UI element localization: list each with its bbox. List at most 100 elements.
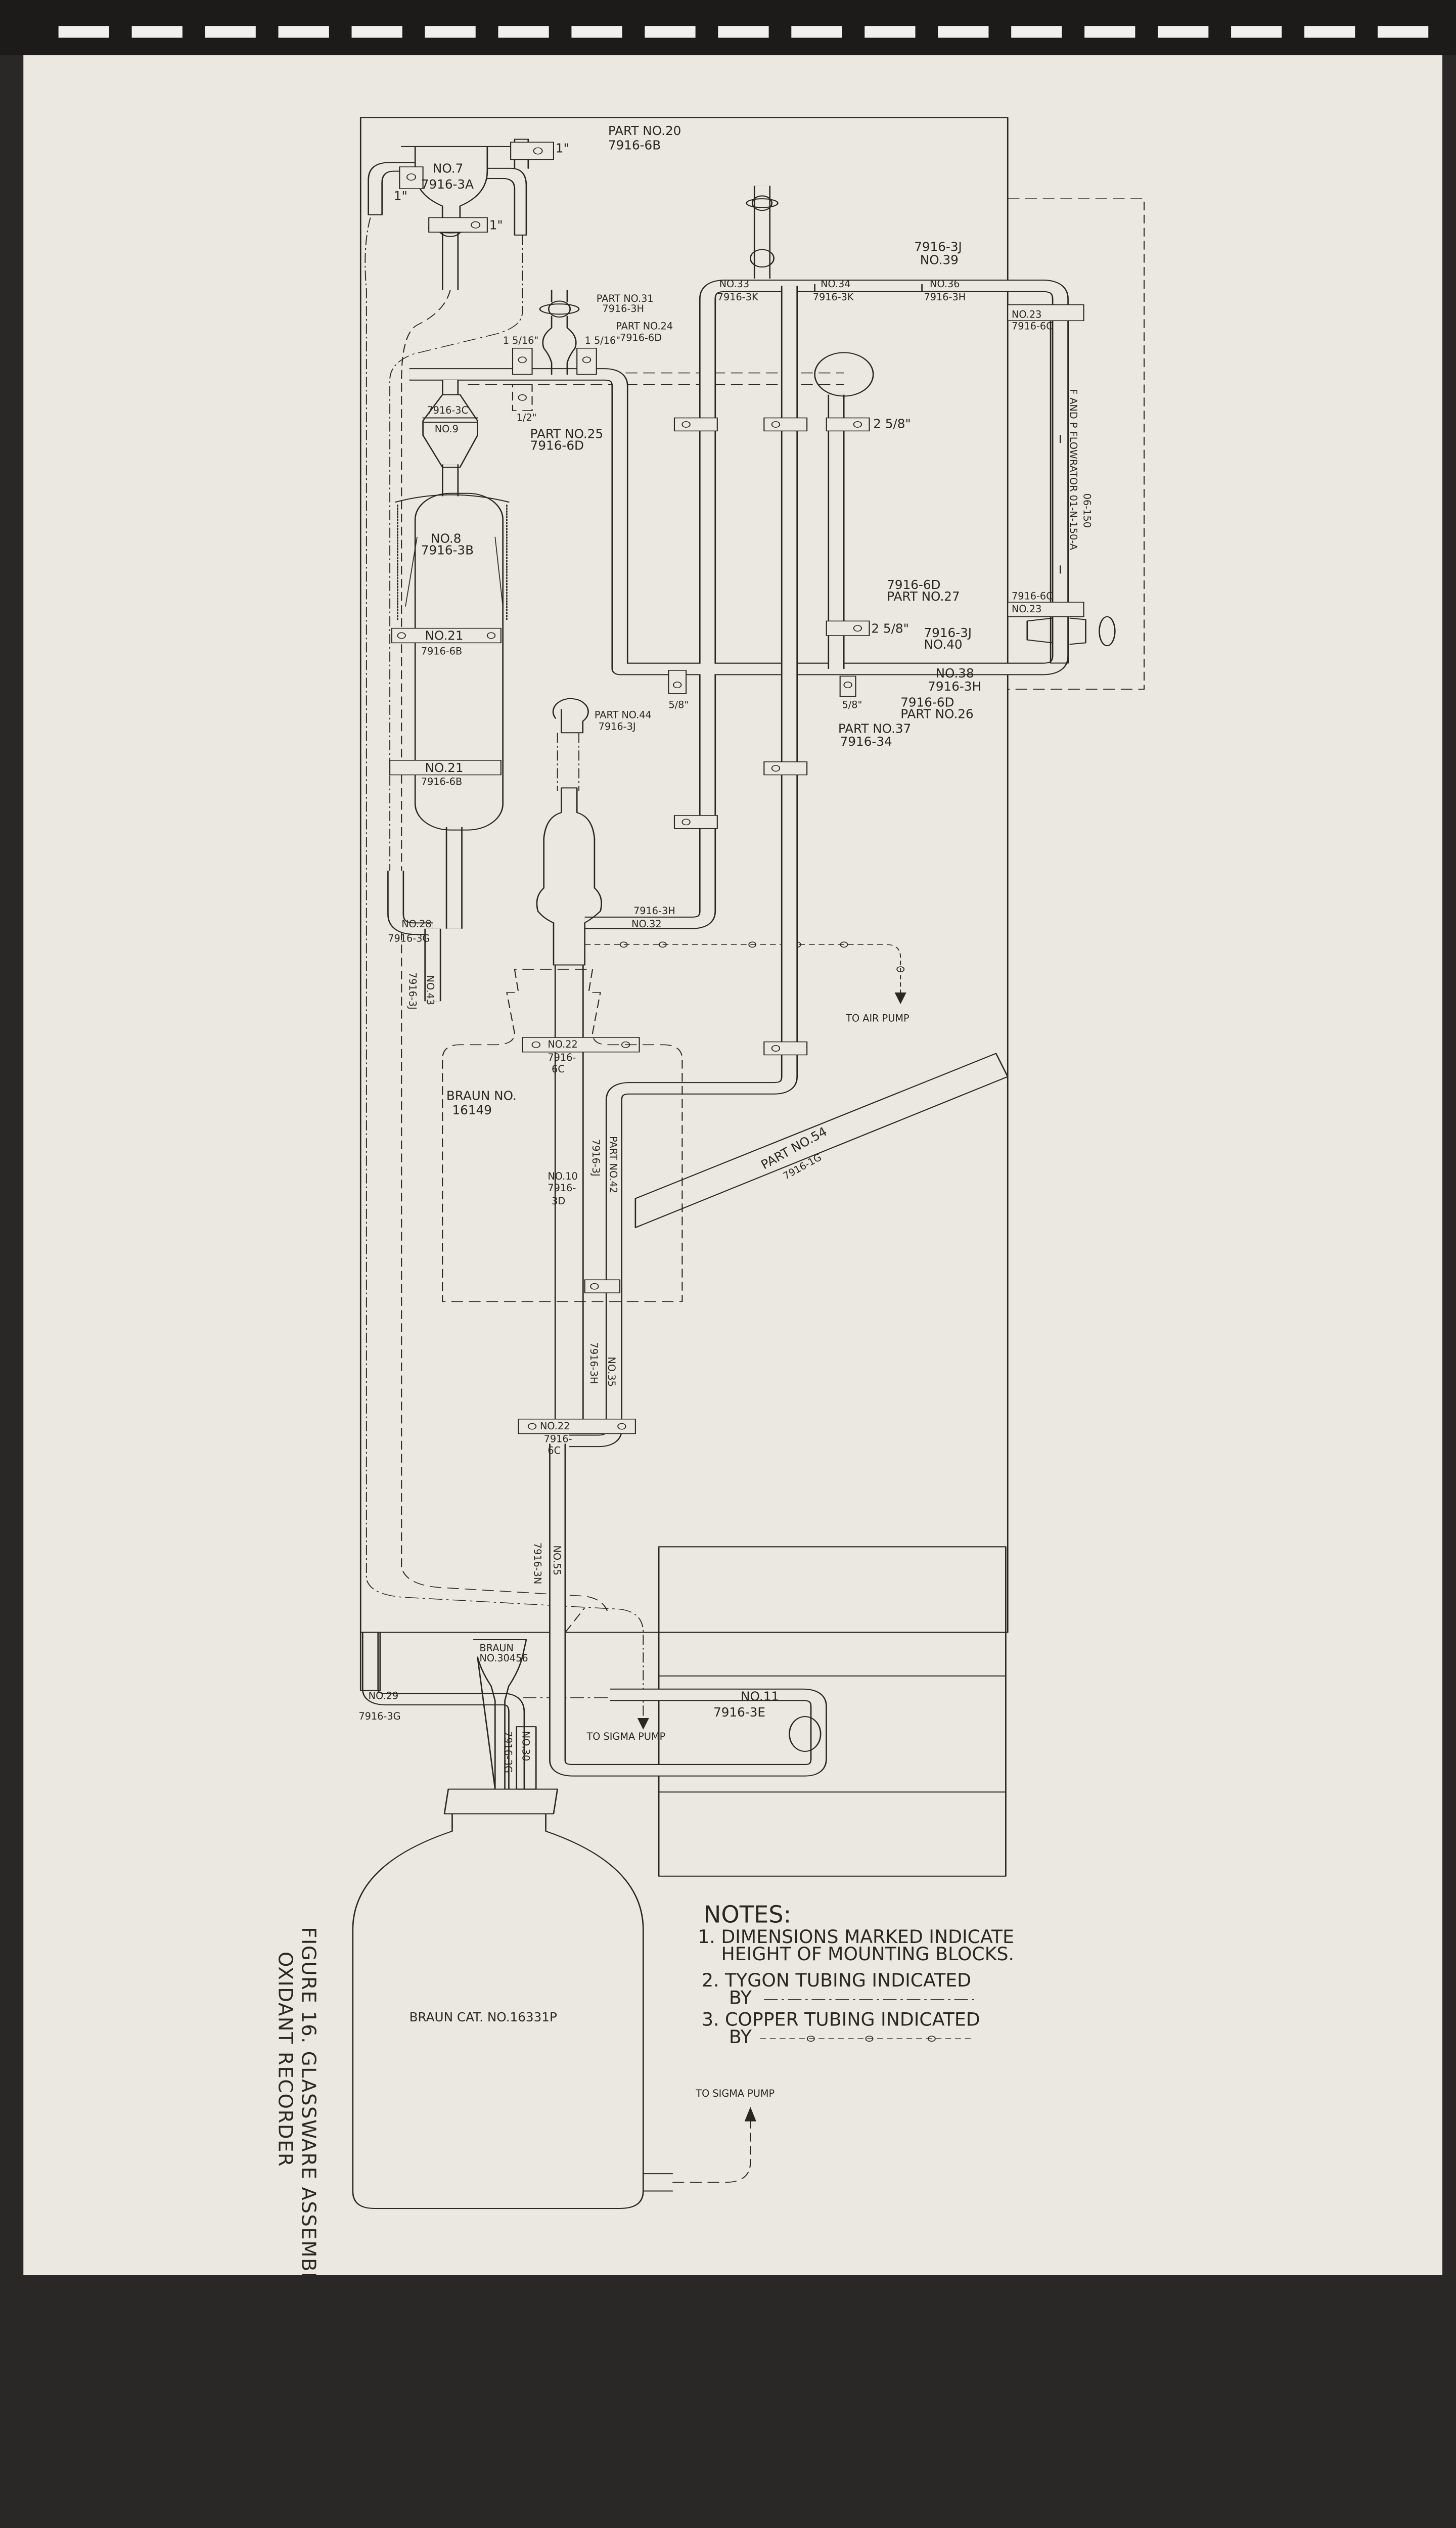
label: PART NO.31: [597, 293, 654, 304]
label: 7916-34: [840, 734, 892, 749]
filter-no9: [422, 394, 478, 468]
label: 7916-3J: [407, 972, 419, 1010]
figure-caption: FIGURE 16. GLASSWARE ASSEMBLY OXIDANT RE…: [274, 1927, 320, 2275]
label: PART NO.20: [608, 123, 681, 138]
label: 1 5/16": [503, 335, 539, 346]
label: 06-150: [1081, 493, 1093, 528]
note-2-by: BY: [729, 1987, 752, 2008]
binding-hole: [1304, 26, 1355, 38]
label: 6C: [548, 1445, 561, 1457]
label: TO SIGMA PUMP: [695, 2088, 775, 2099]
label: 7916-3B: [421, 543, 474, 557]
label: NO.8: [431, 531, 461, 546]
label: 7916-3H: [633, 905, 675, 917]
note-1-cont: HEIGHT OF MOUNTING BLOCKS.: [721, 1943, 1014, 1965]
copper-tubing-air-pump: [584, 941, 906, 1004]
label: 7916-: [544, 1433, 572, 1445]
label: 5/8": [668, 699, 689, 711]
label: NO.21: [425, 628, 463, 643]
label: NO.43: [424, 975, 436, 1005]
flowrator-enclosure-dashed: [1008, 198, 1145, 690]
binding-hole: [278, 26, 329, 38]
label: NO.22: [548, 1039, 577, 1050]
support-bar-part54: [634, 1053, 1009, 1228]
binding-hole: [205, 26, 256, 38]
sigma-pump-arrow-lower: [744, 2107, 756, 2121]
label: NO.7: [433, 161, 463, 176]
flask-braun-16149: [442, 969, 683, 1302]
label: 7916-3J: [914, 239, 962, 254]
binding-hole: [718, 26, 769, 38]
label: 7916-: [548, 1052, 576, 1063]
note-3: 3. COPPER TUBING INDICATED: [702, 2008, 980, 2030]
binding-hole: [864, 26, 916, 38]
label: 7916-3G: [358, 1710, 400, 1722]
label: 7916-6D: [887, 577, 940, 592]
pump-connector-no11: [789, 1716, 822, 1752]
label: 7916-3A: [421, 177, 474, 192]
binding-strip: [0, 0, 1456, 56]
label: 7916-3J: [924, 625, 972, 640]
label: 1": [489, 217, 503, 232]
label: 7916-: [548, 1182, 576, 1194]
copper-legend-line: [760, 2036, 975, 2042]
flowrator: [1007, 304, 1116, 664]
label: 7916-3K: [717, 291, 759, 303]
label: 6C: [552, 1063, 565, 1075]
sigma-pump-line-lower: [672, 2118, 751, 2183]
label: 7916-3G: [503, 1731, 514, 1773]
binding-hole: [1084, 26, 1135, 38]
label: 7916-3J: [599, 721, 636, 733]
vessel-no7: [368, 139, 554, 237]
label: 7916-6B: [608, 138, 661, 153]
valve-knob-icon: [1099, 616, 1116, 647]
binding-hole: [1378, 26, 1429, 38]
label: BRAUN NO.: [446, 1088, 517, 1103]
label: 7916-6B: [421, 776, 462, 788]
binding-hole: [1011, 26, 1062, 38]
label: 7916-3C: [427, 404, 468, 416]
label: NO.10: [548, 1170, 577, 1182]
label: NO.21: [425, 760, 463, 775]
label: 1": [394, 189, 407, 203]
note-1: 1. DIMENSIONS MARKED INDICATE: [698, 1926, 1014, 1948]
bottle-label: BRAUN CAT. NO.16331P: [410, 2010, 557, 2024]
binding-hole: [1158, 26, 1209, 38]
note-3-by: BY: [729, 2026, 752, 2048]
label: NO.29: [369, 1690, 398, 1702]
label: PART NO.44: [595, 709, 652, 721]
caption-line-2: OXIDANT RECORDER: [274, 1952, 296, 2167]
label: 5/8": [842, 699, 862, 711]
label: 7916-3K: [813, 291, 854, 303]
binding-hole: [1231, 26, 1282, 38]
label: NO.11: [741, 1689, 779, 1704]
sigma-pump-arrow-upper: [637, 1718, 649, 1730]
bottle-braun-16331p: [352, 1788, 644, 2209]
binding-hole: [791, 26, 842, 38]
label: NO.33: [719, 278, 749, 290]
label: 7916-3H: [928, 679, 981, 694]
notes-block: NOTES: 1. DIMENSIONS MARKED INDICATE HEI…: [698, 1901, 1014, 2048]
bend-part44: [552, 698, 589, 734]
label: TO AIR PUMP: [845, 1012, 909, 1024]
label: TO SIGMA PUMP: [586, 1731, 665, 1742]
binding-hole: [351, 26, 402, 38]
label: 3D: [552, 1195, 565, 1207]
label: NO.9: [435, 423, 459, 435]
mounting-blocks: [512, 347, 870, 1434]
heater-vessel-no8: [389, 492, 510, 831]
label: 7916-3E: [713, 1705, 765, 1720]
label: NO.28: [401, 918, 431, 930]
label: BRAUN: [479, 1642, 514, 1654]
label: NO.30: [520, 1731, 531, 1761]
label: 7916-3N: [531, 1543, 543, 1585]
stopcock-no31: [539, 195, 779, 375]
label: 7916-3H: [924, 291, 966, 303]
label: 16149: [452, 1103, 491, 1117]
label: PART NO.37: [838, 721, 911, 736]
bulb-no37: [814, 352, 874, 397]
absorber-no10: [536, 787, 602, 966]
label: NO.22: [540, 1420, 570, 1432]
label: PART NO.42: [608, 1136, 619, 1193]
label: 7916-3J: [590, 1139, 602, 1177]
